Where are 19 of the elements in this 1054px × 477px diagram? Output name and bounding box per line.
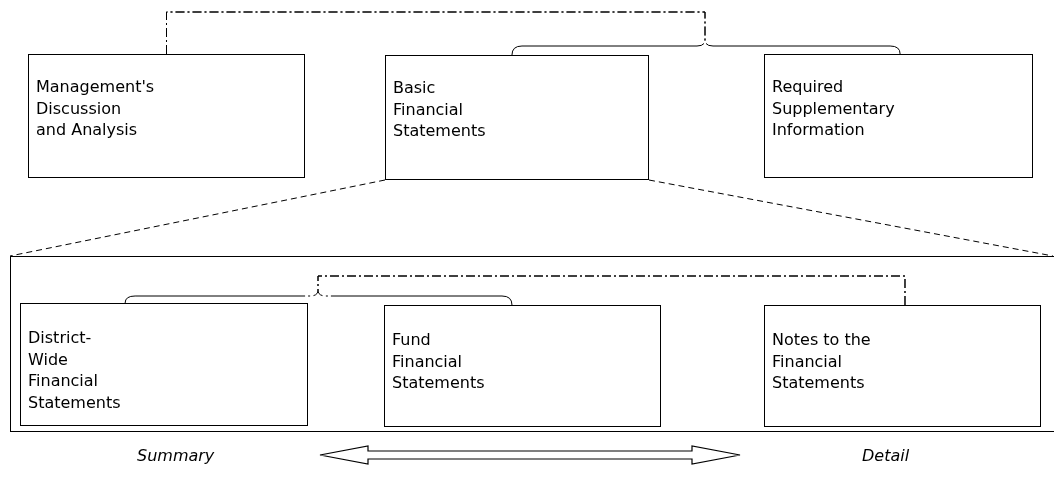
axis-end-label: Summary bbox=[137, 446, 215, 465]
text-box bbox=[764, 54, 1033, 178]
group-frame bbox=[10, 256, 1054, 432]
box-label: Basic Financial Statements bbox=[393, 77, 486, 142]
text-box bbox=[385, 55, 649, 180]
box-label: District-Wide Financial Statements bbox=[28, 327, 121, 413]
text-box bbox=[384, 305, 661, 427]
text-box bbox=[764, 305, 1041, 427]
text-box bbox=[28, 54, 305, 178]
bracket-connector bbox=[166, 11, 901, 55]
dashed-line bbox=[648, 179, 1054, 257]
box-label: Notes to the Financial Statements bbox=[772, 329, 872, 394]
axis-end-label: Detail bbox=[862, 446, 910, 465]
box-label: Fund Financial Statements bbox=[392, 329, 485, 394]
text-box bbox=[20, 303, 308, 426]
box-label: Management's Discussion and Analysis bbox=[36, 76, 155, 141]
dashed-line bbox=[9, 179, 386, 257]
box-label: Required Supplementary Information bbox=[772, 76, 895, 141]
bracket-connector bbox=[317, 275, 906, 306]
